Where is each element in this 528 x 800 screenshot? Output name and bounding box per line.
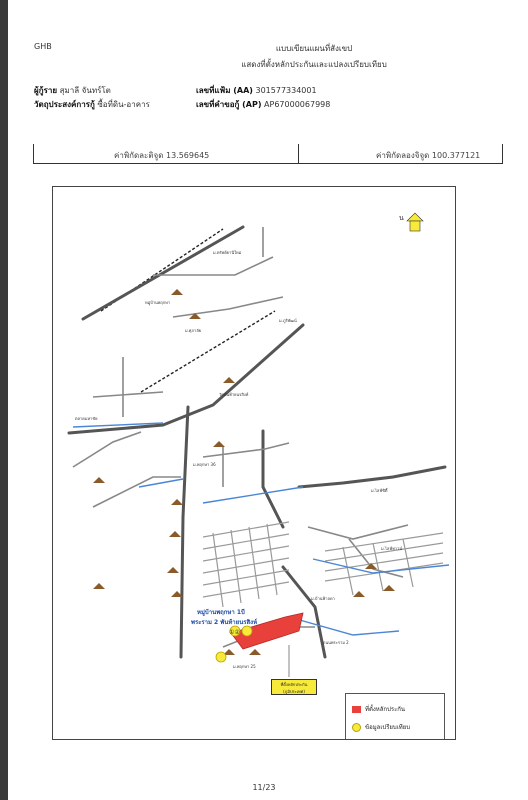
legend-collateral-label: ที่ตั้งหลักประกัน [365,706,406,713]
map-label-8: ม.พฤกษา 36 [193,462,216,467]
place-markers [93,289,395,655]
village-label-line2: พระราม 2 พันท้ายนรสิงห์ [191,619,258,626]
north-arrow [406,212,424,232]
latitude-value: 13.569645 [165,151,210,160]
map-label-5: วัดพันท้ายนรสิงห์ [219,392,249,397]
legend-comparison-label: ข้อมูลเปรียบเทียบ [365,724,411,731]
rail-lines [100,228,276,393]
main-roads [67,225,447,659]
map-label-9: ม.ไลฟ์ทาวน์ [381,546,403,551]
file-no-value: 301577334001 [255,86,317,95]
purpose-value: ซื้อที่ดิน-อาคาร [97,100,150,109]
owner-row: ผู้กู้ราย สุมาลี จันทร์โต [34,84,111,97]
left-edge-bar [0,0,8,800]
document-subtitle: แสดงที่ตั้งหลักประกันและแปลงเปรียบเทียบ [241,60,387,69]
owner-label: ผู้กู้ราย [34,86,58,95]
map-label-10: ม.บ้านฟ้าลดา [311,596,335,601]
legend-collateral-swatch [352,705,361,713]
coordinate-box-edge [502,144,503,164]
map-drawing [67,212,450,677]
longitude-label: ค่าพิกัดลองจิจูด [376,151,430,160]
coordinate-divider [298,144,299,164]
collateral-area [230,612,304,650]
map-label-4: ม.ภูริพัฒน์ [279,318,297,323]
map-label-7: ม.ไลฟ์ซิตี้ [371,488,388,493]
village-label-line1: หมู่บ้านพฤกษา 1บี [197,609,245,616]
comparison-markers [215,625,253,663]
north-label: น [399,214,404,222]
canals [72,422,450,636]
latitude-label: ค่าพิกัดละติจูด [114,151,164,160]
app-no-label: เลขที่คำขอกู้ (AP) [196,100,262,109]
file-no-label: เลขที่แฟ้ม (AA) [196,86,253,95]
purpose-row: วัตถุประสงค์การกู้ ซื้อที่ดิน-อาคาร [34,98,150,111]
map-label-1: ม.ทรัพย์ธานีใหม่ [213,250,242,255]
page-number: 11/23 [252,783,276,792]
collateral-tag: ที่ตั้งหลักประกัน (ภูมิประเทศ) [271,679,317,695]
map-label-3: ม.ศุภาลัย [185,328,202,333]
map-frame: น หมู่บ้านพฤกษา 1บี พระราม 2 พันท้ายนรสิ… [52,186,456,740]
comparison-marker-text: ①② [229,629,240,636]
app-no-row: เลขที่คำขอกู้ (AP) AP67000067998 [196,98,330,111]
longitude: ค่าพิกัดลองจิจูด 100.377121 [376,149,480,162]
collateral-tag-line2: (ภูมิประเทศ) [283,689,305,694]
map-label-2: หมู่บ้านพฤกษา [145,300,171,305]
map-label-6: ตลาดมหาชัย [75,416,98,421]
collateral-tag-line1: ที่ตั้งหลักประกัน [280,682,308,687]
org-code: GHB [34,42,52,51]
longitude-value: 100.377121 [431,151,481,160]
legend-comparison-swatch [352,722,361,732]
village-grid [202,521,444,608]
secondary-roads [72,227,409,648]
app-no-value: AP67000067998 [264,100,331,109]
map-label-11: ม.พฤกษา 25 [233,664,256,669]
latitude: ค่าพิกัดละติจูด 13.569645 [114,149,209,162]
map-label-12: ถนนพระราม 2 [323,640,349,645]
legend-collateral: ที่ตั้งหลักประกัน [352,704,405,714]
purpose-label: วัตถุประสงค์การกู้ [34,100,95,109]
owner-value: สุมาลี จันทร์โต [59,86,111,95]
coordinate-box: ค่าพิกัดละติจูด 13.569645 ค่าพิกัดลองจิจ… [33,144,503,164]
file-no-row: เลขที่แฟ้ม (AA) 301577334001 [196,84,317,97]
document-title: แบบเขียนแผนที่สังเขป [275,44,353,53]
legend-comparison: ข้อมูลเปรียบเทียบ [352,722,410,732]
map-legend: ที่ตั้งหลักประกัน ข้อมูลเปรียบเทียบ [345,693,445,739]
